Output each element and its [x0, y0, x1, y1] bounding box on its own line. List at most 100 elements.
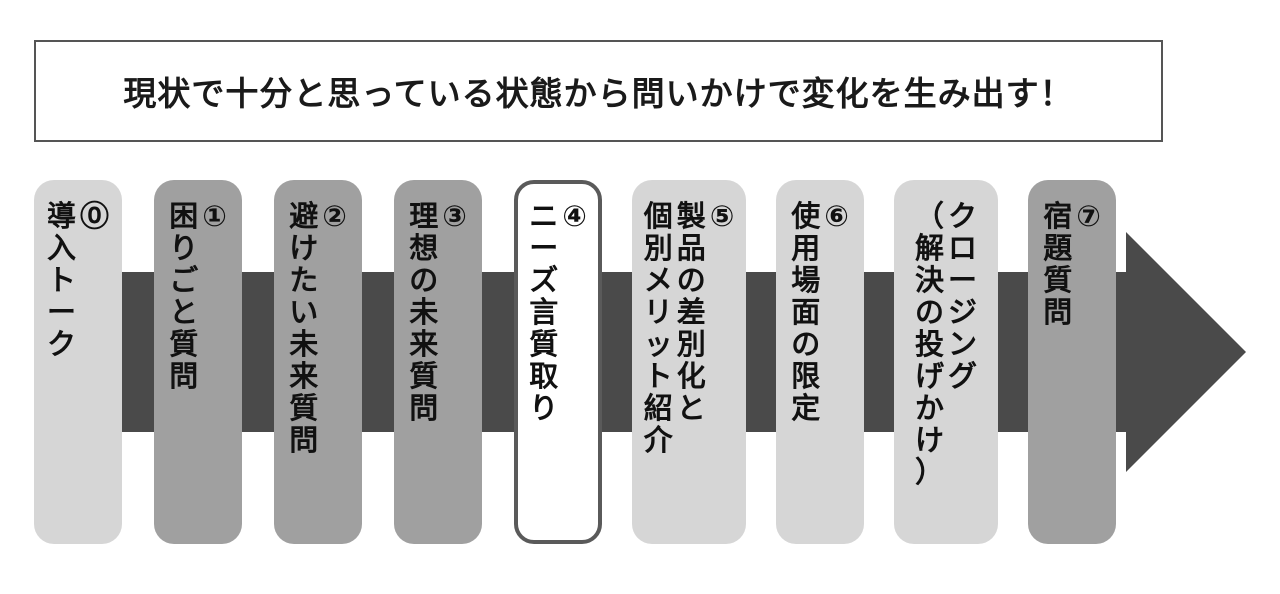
step-char: 問 [169, 359, 199, 393]
step-char: い [289, 295, 319, 329]
step-char: メ [643, 263, 673, 297]
step-char: 問 [1043, 295, 1073, 329]
step-char: ー [46, 295, 76, 329]
step-label: ⑤ [710, 200, 735, 544]
step-char: 質 [1043, 263, 1073, 297]
step-char: ご [169, 263, 199, 297]
step-char: か [914, 391, 944, 425]
step-7: クロージング（解決の投げかけ） [894, 180, 998, 544]
step-char: ト [46, 263, 76, 297]
step-label: ② [322, 200, 347, 544]
step-char: 別 [676, 327, 706, 361]
step-char: 導 [46, 199, 76, 233]
step-label: ④ [562, 200, 587, 540]
step-char: 投 [914, 327, 944, 361]
step-char: 解 [914, 231, 944, 265]
step-char: げ [914, 359, 944, 393]
step-char: 質 [289, 391, 319, 425]
step-char: た [289, 263, 319, 297]
step-char: と [676, 391, 706, 425]
step-label: 使用場面の限定 [791, 200, 820, 544]
step-char: ② [322, 199, 347, 233]
step-label: ニーズ言質取り [529, 200, 558, 540]
step-char: 質 [169, 327, 199, 361]
step-label: 製品の差別化と [677, 200, 706, 544]
step-char: ー [529, 231, 559, 265]
step-label: （解決の投げかけ） [915, 200, 944, 544]
step-label: ① [202, 200, 227, 544]
step-char: 用 [791, 231, 821, 265]
step-char: 言 [529, 295, 559, 329]
arrow-head [1126, 232, 1246, 472]
step-char: け [289, 231, 319, 265]
step-char: の [409, 263, 439, 297]
step-char: ⑤ [709, 199, 735, 233]
step-char: ン [948, 327, 978, 361]
step-char: 問 [409, 391, 439, 425]
step-char: ク [948, 199, 978, 233]
step-char: 使 [791, 199, 821, 233]
title-box: 現状で十分と思っている状態から問いかけで変化を生み出す！ [34, 40, 1163, 142]
step-char: ク [46, 327, 76, 361]
step-char: 場 [791, 263, 821, 297]
step-label: ⑦ [1076, 200, 1101, 544]
step-char: の [914, 295, 944, 329]
step-char: 理 [409, 199, 439, 233]
step-char: ロ [948, 231, 978, 265]
step-label: 理想の未来質問 [409, 200, 438, 544]
step-char: 想 [409, 231, 439, 265]
step-char: ④ [562, 199, 587, 233]
step-char: ト [643, 359, 673, 393]
step-char: 未 [289, 327, 319, 361]
step-char: 定 [791, 391, 821, 425]
step-char: 質 [529, 327, 559, 361]
page-title: 現状で十分と思っている状態から問いかけで変化を生み出す！ [123, 74, 1074, 113]
step-char: 化 [676, 359, 706, 393]
step-label: 避けたい未来質問 [289, 200, 318, 544]
step-char: 差 [676, 295, 706, 329]
step-char: の [791, 327, 821, 361]
step-char: け [914, 423, 944, 457]
step-char: リ [643, 295, 673, 329]
step-char: ） [914, 455, 944, 489]
step-char: 個 [643, 199, 673, 233]
step-label: ⑥ [824, 200, 849, 544]
step-char: 避 [289, 199, 319, 233]
step-label: クロージング [948, 200, 977, 544]
step-char: ズ [529, 263, 559, 297]
step-char: 品 [676, 231, 706, 265]
step-char: ⓪ [80, 199, 110, 233]
step-char: 入 [46, 231, 76, 265]
step-char: 別 [643, 231, 673, 265]
step-label: ⓪ [80, 200, 109, 544]
step-char: 取 [529, 359, 559, 393]
step-char: 未 [409, 295, 439, 329]
step-char: ⑥ [824, 199, 849, 233]
step-label: 宿題質問 [1043, 200, 1072, 544]
step-char: （ [914, 199, 944, 233]
step-label: 個別メリット紹介 [644, 200, 673, 544]
step-char: ニ [529, 199, 559, 233]
step-char: 限 [791, 359, 821, 393]
step-char: 来 [289, 359, 319, 393]
step-char: 製 [676, 199, 706, 233]
step-char: 宿 [1043, 199, 1073, 233]
step-label: 困りごと質問 [169, 200, 198, 544]
step-char: 来 [409, 327, 439, 361]
step-char: の [676, 263, 706, 297]
step-char: ッ [643, 327, 673, 361]
step-label: 導入トーク [47, 200, 76, 544]
step-char: 面 [791, 295, 821, 329]
step-char: ③ [442, 199, 467, 233]
step-char: 題 [1043, 231, 1073, 265]
step-char: ① [202, 199, 227, 233]
step-label: ③ [442, 200, 467, 544]
step-char: ⑦ [1076, 199, 1101, 233]
step-char: 決 [914, 263, 944, 297]
